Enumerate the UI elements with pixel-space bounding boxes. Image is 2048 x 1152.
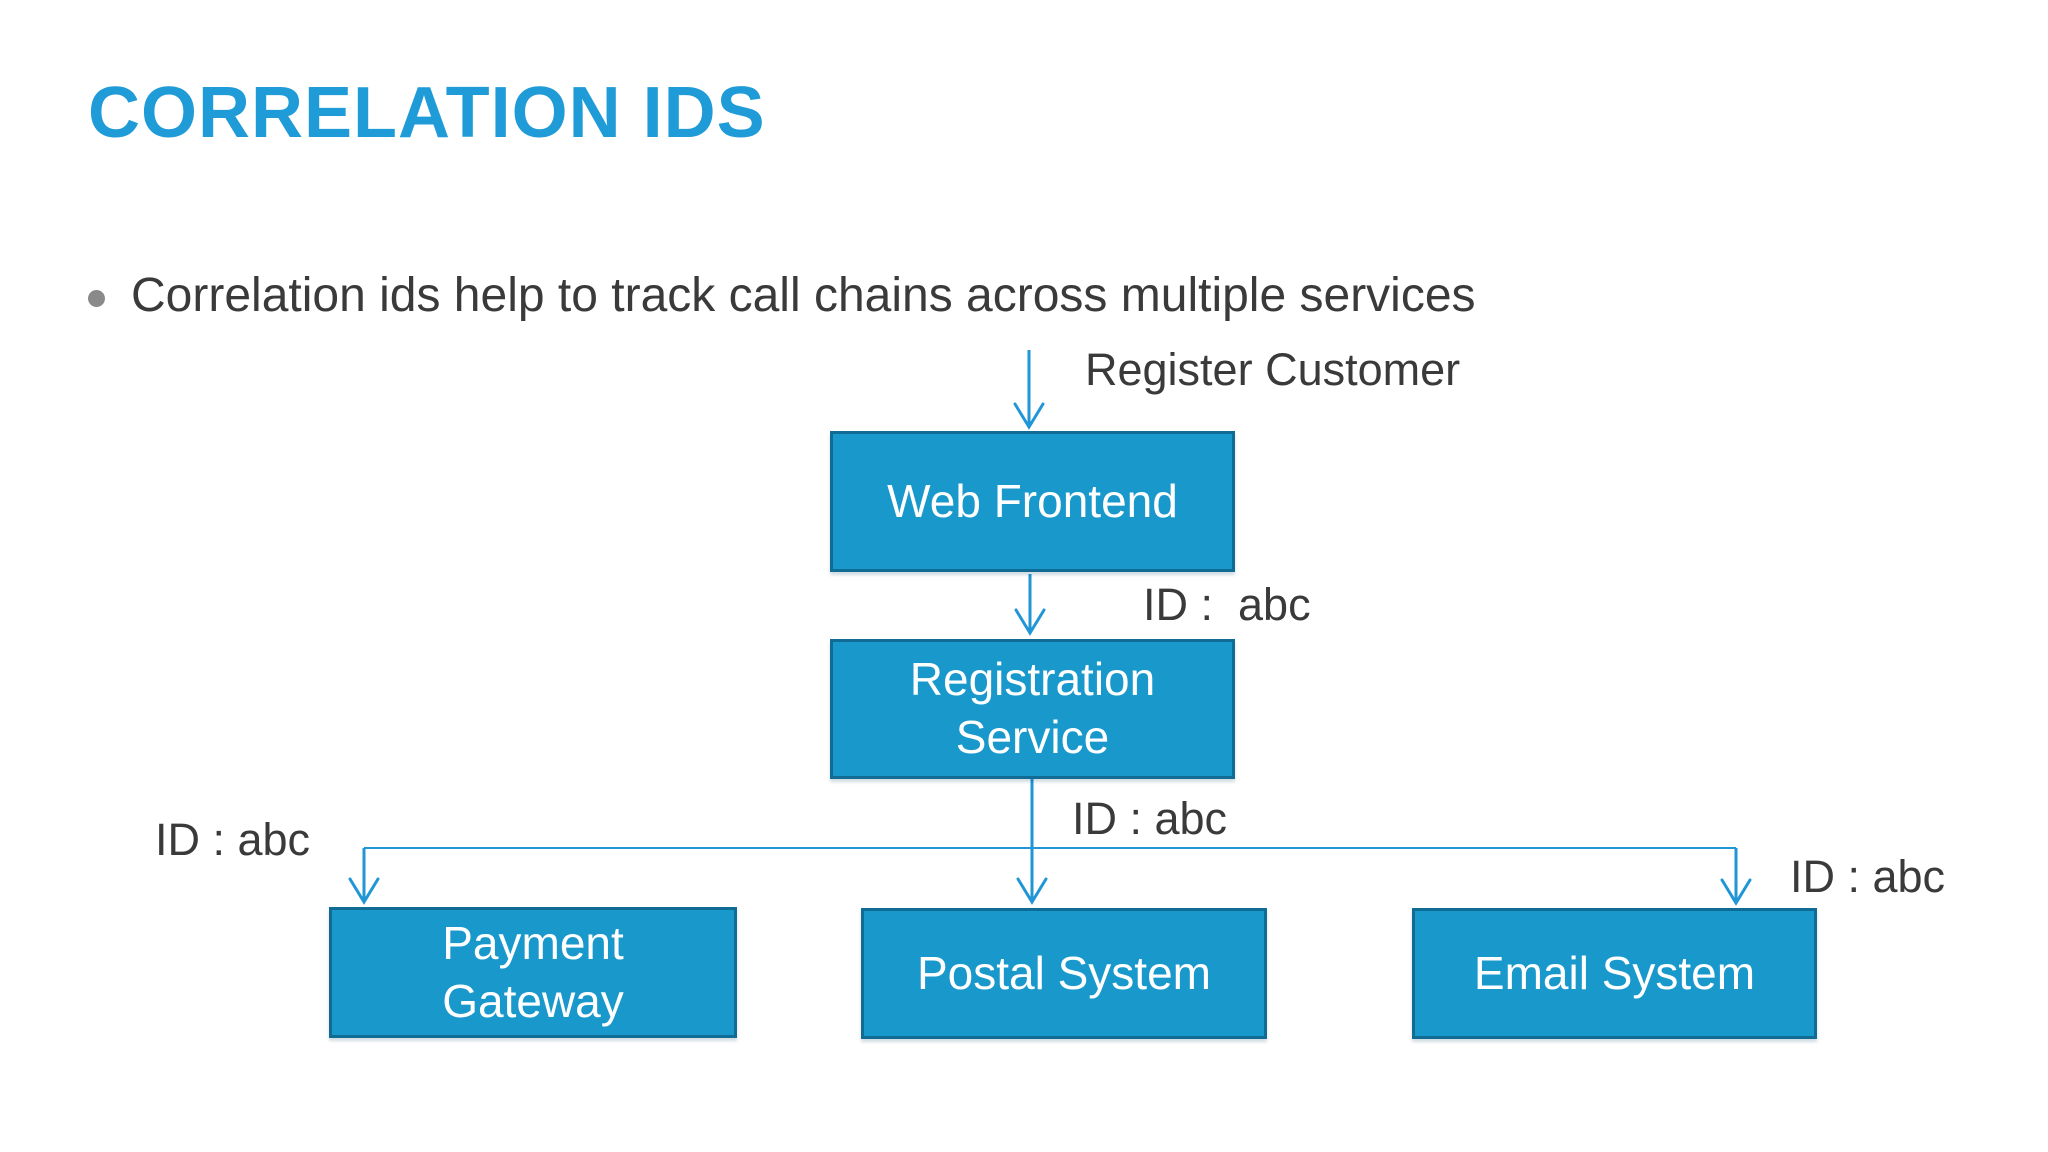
node-label: Web Frontend bbox=[887, 474, 1178, 527]
bullet-text: Correlation ids help to track call chain… bbox=[131, 269, 1476, 322]
node-label: Email System bbox=[1473, 946, 1756, 999]
bullet-marker bbox=[88, 290, 105, 307]
label-register-customer: Register Customer bbox=[1085, 344, 1461, 395]
label-id-payment: ID : abc bbox=[155, 814, 311, 865]
arrow-fanout-to-email bbox=[1720, 848, 1752, 906]
label-id-registration: ID : abc bbox=[1072, 793, 1228, 844]
node-web-frontend: Web Frontend bbox=[830, 431, 1235, 572]
node-email-system: Email System bbox=[1412, 908, 1817, 1039]
label-id-web-frontend: ID : abc bbox=[1143, 579, 1311, 630]
arrow-web-frontend-to-registration bbox=[1014, 574, 1046, 636]
arrow-into-web-frontend bbox=[1013, 350, 1045, 430]
node-label: Payment Gateway bbox=[442, 916, 624, 1027]
page-title: CORRELATION IDS bbox=[88, 73, 766, 153]
arrow-fanout-to-payment bbox=[348, 848, 380, 905]
node-label: Registration Service bbox=[909, 653, 1156, 763]
node-payment-gateway: Payment Gateway bbox=[329, 907, 737, 1038]
label-id-email: ID : abc bbox=[1790, 851, 1946, 902]
node-label: Postal System bbox=[917, 946, 1211, 999]
bullet-item: Correlation ids help to track call chain… bbox=[88, 268, 1476, 323]
arrow-registration-to-postal bbox=[1016, 779, 1048, 905]
node-postal-system: Postal System bbox=[861, 908, 1267, 1039]
node-registration-service: Registration Service bbox=[830, 639, 1235, 779]
